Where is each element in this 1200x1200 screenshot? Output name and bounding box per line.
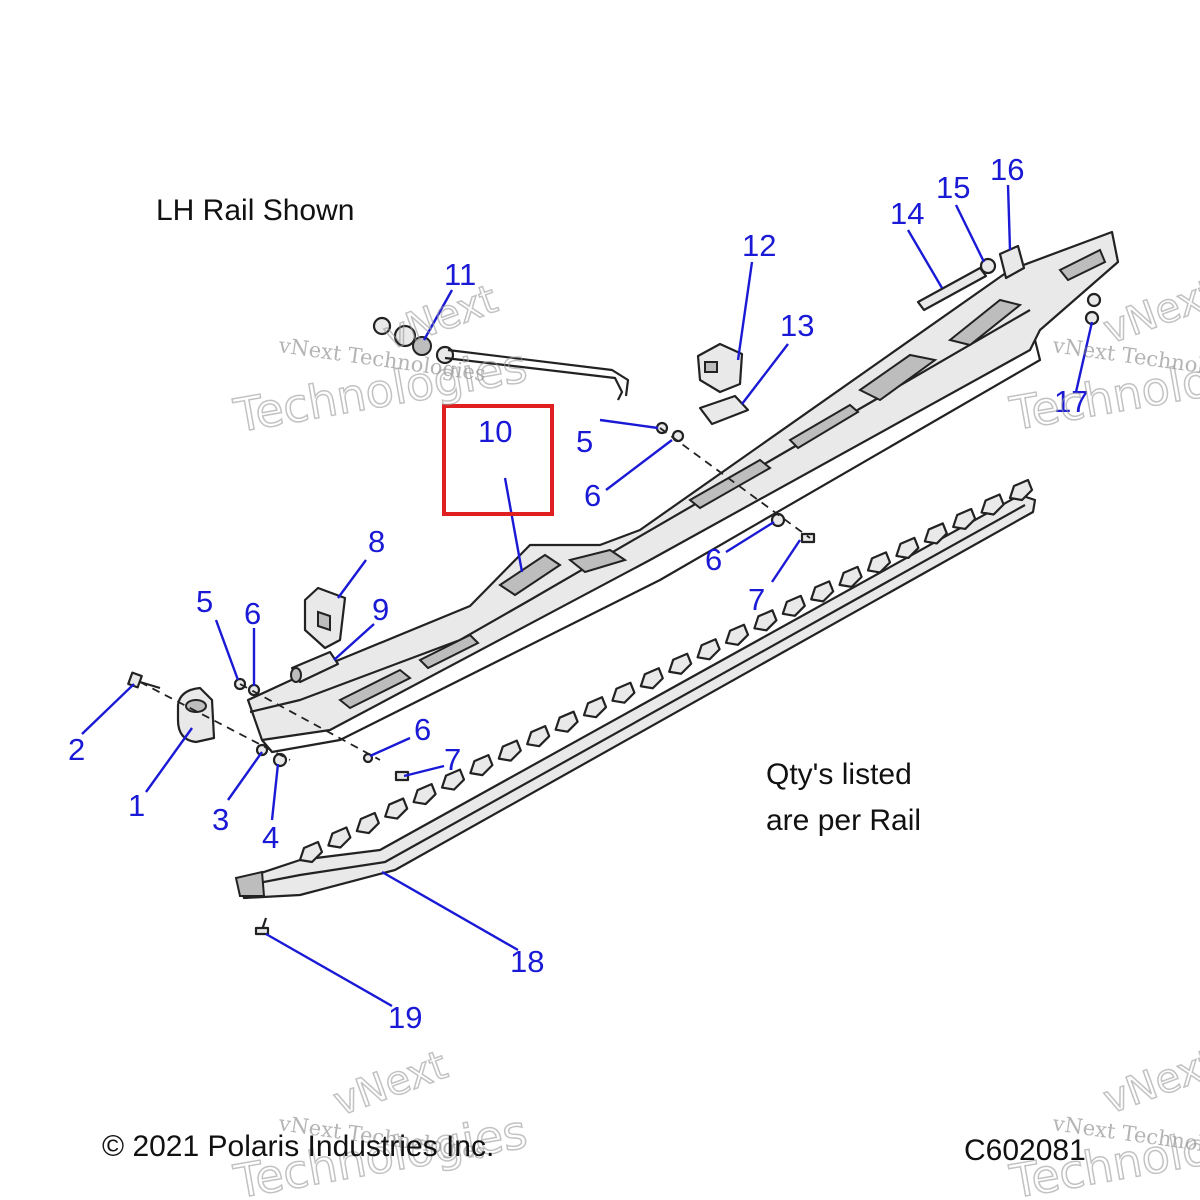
wear-strip-tooth — [895, 536, 920, 560]
wear-strip-tooth — [980, 493, 1005, 516]
pin-part-13[interactable] — [698, 394, 750, 426]
wear-strip-teeth — [298, 478, 1034, 864]
wear-strip-tooth — [327, 826, 352, 849]
qty-note-line1: Qty's listed — [766, 758, 912, 791]
callout-6b: 6 — [414, 712, 431, 747]
wear-strip-tooth — [298, 840, 324, 864]
block-part-12[interactable] — [696, 342, 744, 394]
watermark-vnext-3: vNext — [328, 1042, 454, 1125]
watermark-vnext-2: vNext — [1098, 270, 1200, 353]
bolt-part-14[interactable] — [916, 266, 988, 312]
wear-strip-tooth — [838, 565, 863, 588]
callout-6d: 6 — [705, 542, 722, 577]
callout-19: 19 — [388, 1000, 422, 1035]
wear-strip-tooth — [526, 725, 551, 748]
wear-strip-tooth — [611, 681, 636, 704]
callout-2: 2 — [68, 732, 85, 767]
diagram-code: C602081 — [964, 1134, 1086, 1167]
wear-strip-tooth — [440, 768, 466, 791]
assembly-axis-front — [139, 681, 291, 761]
block-part-8[interactable] — [303, 586, 347, 650]
callout-7b: 7 — [748, 582, 765, 617]
callout-5a: 5 — [196, 584, 213, 619]
callout-3: 3 — [212, 802, 229, 837]
callout-1: 1 — [128, 788, 145, 823]
bolt-part-7-rear[interactable] — [800, 532, 816, 544]
callout-6c: 6 — [584, 478, 601, 513]
wear-strip-tooth — [582, 696, 608, 719]
callout-9: 9 — [372, 592, 389, 627]
leader-lines — [81, 184, 1094, 1008]
callout-13: 13 — [780, 308, 814, 343]
callout-11: 11 — [444, 257, 476, 292]
bumper-part-1[interactable] — [176, 686, 216, 744]
callout-14: 14 — [890, 196, 924, 231]
wear-strip-tooth — [781, 594, 806, 617]
washer-part-6-rear[interactable] — [770, 512, 786, 528]
wear-strip-tooth — [952, 507, 977, 531]
washer-part-15[interactable] — [979, 257, 997, 275]
callout-10: 10 — [478, 414, 512, 449]
callout-12: 12 — [742, 228, 776, 263]
callout-17: 17 — [1054, 384, 1088, 419]
callout-5b: 5 — [576, 424, 593, 459]
wear-strip-tooth — [753, 609, 778, 632]
wear-strip-tooth — [1008, 478, 1034, 502]
wear-strip-tooth — [412, 782, 437, 806]
wear-strip-tooth — [668, 652, 693, 675]
wear-strip-tooth — [923, 522, 948, 545]
watermark-vnext-4: vNext — [1098, 1040, 1200, 1123]
slide-rail-part-10[interactable] — [246, 230, 1120, 754]
callout-6a: 6 — [244, 596, 261, 631]
callouts: 1 2 3 4 5 5 6 6 6 6 7 7 8 9 10 11 12 13 … — [68, 152, 1088, 1035]
wear-strip-tooth — [497, 739, 522, 762]
nut-part-17-a[interactable] — [1086, 292, 1102, 308]
callout-18: 18 — [510, 944, 544, 979]
wear-strip-tooth — [866, 551, 892, 574]
wear-strip-tooth — [554, 710, 579, 733]
screw-part-19[interactable] — [254, 917, 270, 936]
qty-note-line2: are per Rail — [766, 804, 922, 837]
rod-part-11[interactable] — [372, 316, 630, 401]
pin-part-9[interactable] — [290, 650, 340, 684]
bracket-part-16[interactable] — [998, 244, 1026, 280]
callout-7a: 7 — [444, 742, 461, 777]
wear-strip-tooth — [355, 811, 380, 835]
assembly-axis-mid — [659, 427, 811, 539]
wear-strip-tooth — [384, 797, 409, 820]
rail-shown-label: LH Rail Shown — [156, 194, 355, 227]
callout-15: 15 — [936, 170, 970, 205]
wear-strip-tooth — [639, 667, 664, 690]
callout-8: 8 — [368, 524, 385, 559]
wear-strip-part-18[interactable] — [234, 493, 1037, 900]
wear-strip-tooth — [724, 623, 750, 646]
highlight-box — [442, 404, 554, 516]
wear-strip-tooth — [469, 754, 494, 777]
wear-strip-tooth — [696, 638, 721, 661]
callout-4: 4 — [262, 820, 279, 855]
copyright-text: © 2021 Polaris Industries Inc. — [102, 1130, 495, 1163]
wear-strip-tooth — [810, 580, 835, 603]
callout-16: 16 — [990, 152, 1024, 187]
assembly-axis-lower — [239, 683, 381, 761]
